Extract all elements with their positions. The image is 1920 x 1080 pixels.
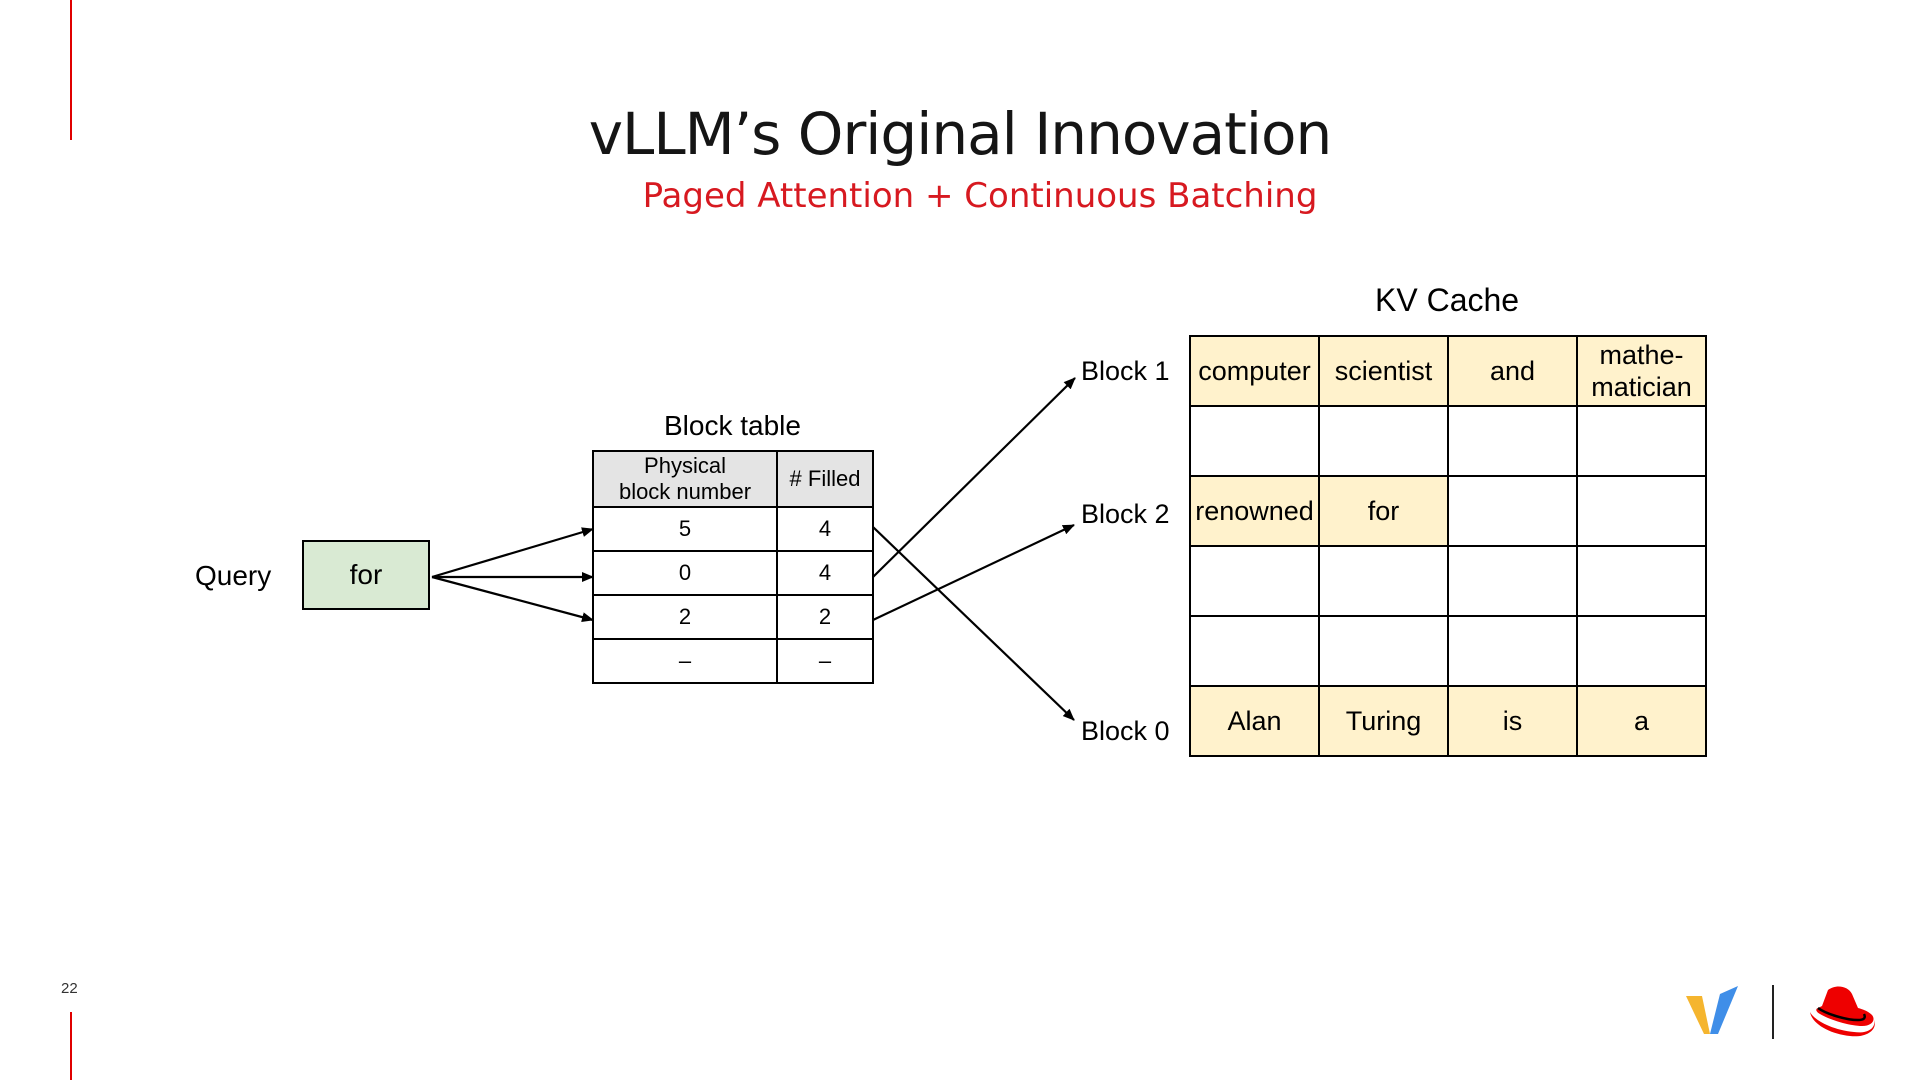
kv-cache-cell: Turing [1318,685,1449,757]
block-table-row: 0 4 [592,550,874,596]
kv-cache-cell: for [1318,475,1449,547]
kv-cache-cell [1447,405,1578,477]
page-number: 22 [61,980,78,997]
kv-cache-cell: is [1447,685,1578,757]
block-table: Physical block number # Filled 5 4 0 4 2… [592,450,874,684]
logo-separator [1772,985,1774,1039]
block-table-physical-cell: 5 [592,506,778,552]
kv-cache-cell: and [1447,335,1578,407]
kv-cache-cell [1189,615,1320,687]
query-token: for [349,559,383,590]
block-table-filled-cell: 4 [776,506,874,552]
kv-cache-row [1189,545,1707,617]
row-2-to-block-2-arrow [872,524,1075,621]
block-table-physical-cell: – [592,638,778,684]
kv-cache-cell: Alan [1189,685,1320,757]
block-table-title: Block table [664,410,801,441]
kv-cache-cell [1318,405,1449,477]
query-label: Query [195,560,272,591]
block-table-physical-cell: 2 [592,594,778,640]
kv-cache-row [1189,615,1707,687]
row-1-to-block-1-arrow [872,377,1076,578]
kv-cache-cell: scientist [1318,335,1449,407]
kv-cache-cell [1447,545,1578,617]
slide-subtitle: Paged Attention + Continuous Batching [642,176,1318,216]
block-table-row: 2 2 [592,594,874,640]
kv-cache-cell [1318,545,1449,617]
accent-line-top [70,0,72,140]
block-1-label: Block 1 [1081,356,1170,386]
block-table-row: 5 4 [592,506,874,552]
block-table-filled-cell: – [776,638,874,684]
red-hat-logo-icon [1810,986,1875,1037]
kv-cache-cell [1447,615,1578,687]
query-to-row-0-arrow [431,527,594,579]
kv-cache-cell [1447,475,1578,547]
kv-cache-cell [1576,405,1707,477]
row-0-to-block-0-arrow [872,526,1075,721]
kv-cache-title: KV Cache [1375,282,1520,318]
vllm-logo-icon [1686,986,1738,1034]
block-table-header-physical-text: Physical block number [618,453,752,504]
slide-title: vLLM’s Original Innovation [588,100,1333,168]
block-table-row: – – [592,638,874,684]
block-0-label: Block 0 [1081,716,1170,746]
kv-cache-row [1189,405,1707,477]
kv-cache-cell: computer [1189,335,1320,407]
kv-cache-cell [1576,545,1707,617]
block-table-header-physical: Physical block number [592,450,778,508]
kv-cache-cell [1189,545,1320,617]
kv-cache-cell: mathe- matician [1576,335,1707,407]
query-token-box: for [302,540,430,610]
accent-line-bottom [70,1012,72,1080]
kv-cache-cell: renowned [1189,475,1320,547]
block-2-label: Block 2 [1081,499,1170,529]
query-to-row-2-arrow [431,575,594,622]
block-table-physical-cell: 0 [592,550,778,596]
block-table-filled-cell: 2 [776,594,874,640]
kv-cache-cell: a [1576,685,1707,757]
block-table-filled-cell: 4 [776,550,874,596]
kv-cache-cell [1576,615,1707,687]
kv-cache-cell [1318,615,1449,687]
kv-cache-cell [1189,405,1320,477]
block-table-header-filled: # Filled [776,450,874,508]
kv-cache-cell [1576,475,1707,547]
